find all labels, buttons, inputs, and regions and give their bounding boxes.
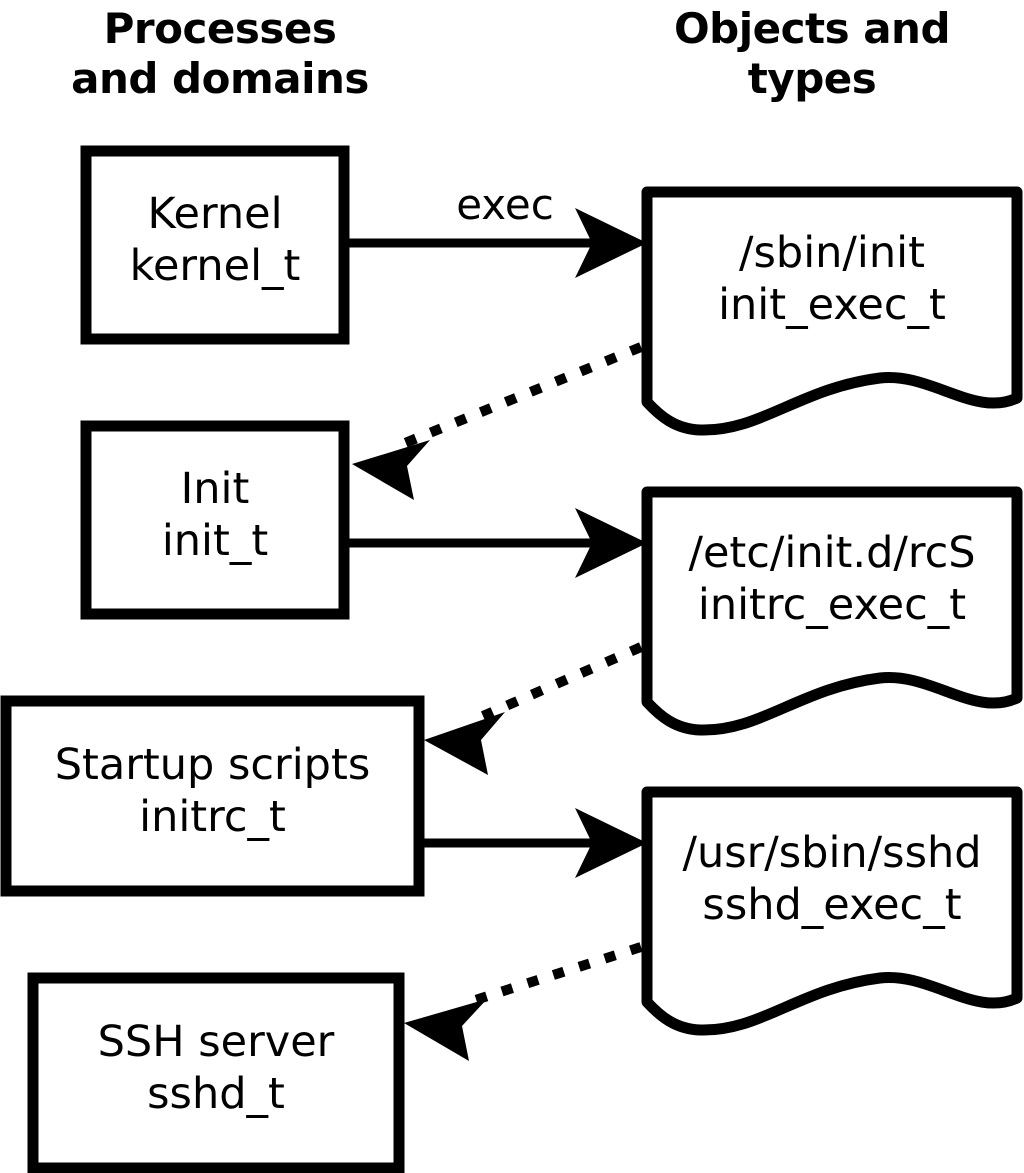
edge-exec-kernel-to-init-exec xyxy=(344,208,647,278)
edge-label-exec: exec xyxy=(456,180,554,229)
object-node-initrc-exec-shape[interactable] xyxy=(641,486,1023,736)
process-node-initrc-shape[interactable] xyxy=(0,695,425,897)
process-node-init-shape[interactable] xyxy=(80,420,350,620)
object-node-init-exec-shape[interactable] xyxy=(641,186,1023,436)
edge-exec-init-to-initrc-exec xyxy=(344,508,647,578)
column-header-objects-and-types: Objects and types xyxy=(673,4,951,103)
object-node-sshd-exec-shape[interactable] xyxy=(641,786,1023,1036)
column-header-processes-and-domains: Processes and domains xyxy=(71,4,369,103)
edge-exec-initrc-to-sshd-exec xyxy=(419,808,647,878)
process-node-sshd-shape[interactable] xyxy=(27,972,405,1173)
edge-transition-init-exec-to-init xyxy=(352,342,643,500)
edge-transition-sshd-exec-to-sshd xyxy=(404,942,643,1061)
process-node-kernel-shape[interactable] xyxy=(80,145,350,345)
edge-transition-initrc-exec-to-initrc xyxy=(424,642,644,775)
